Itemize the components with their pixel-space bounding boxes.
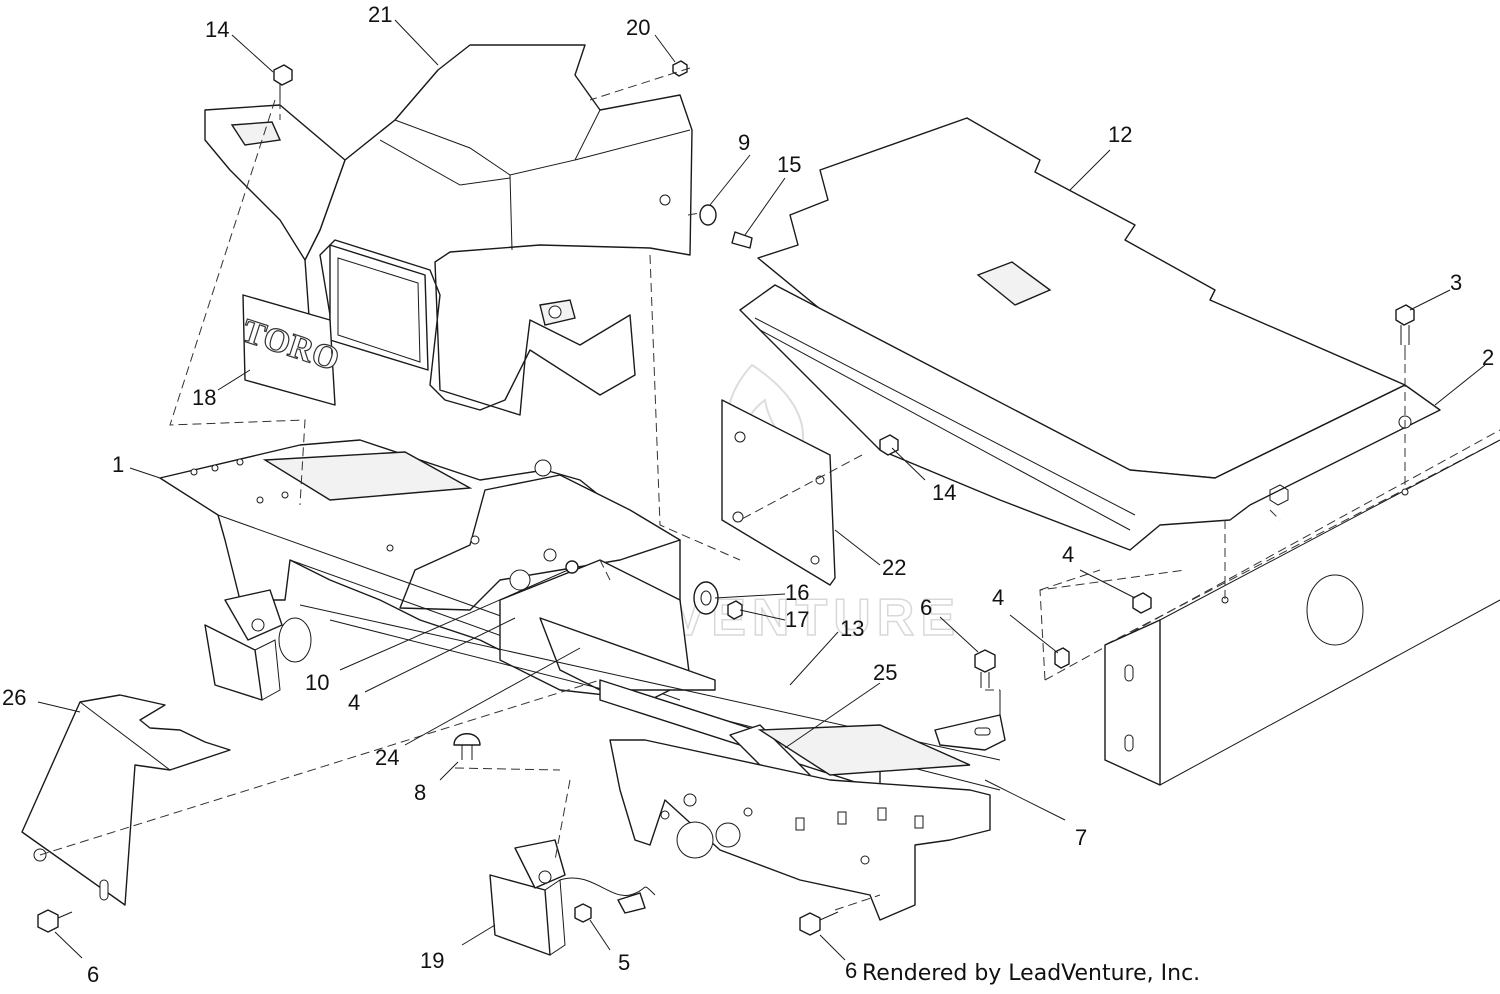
callout-6-right: 6 [845,958,857,983]
callout-14-top: 14 [205,17,229,42]
assembly-lines [39,67,1406,911]
leader-lines [37,19,1486,961]
footer-credit: Rendered by LeadVenture, Inc. [862,961,1200,986]
callout-22: 22 [882,555,906,580]
callout-19: 19 [420,948,444,973]
hardware [37,60,1415,936]
callout-8: 8 [414,780,426,805]
callout-25: 25 [873,660,897,685]
part-12-plate [739,117,1441,551]
callout-4-mid: 4 [992,585,1004,610]
callout-13: 13 [840,616,864,641]
callout-26: 26 [2,685,26,710]
callout-10: 10 [305,670,329,695]
callout-2: 2 [1482,345,1494,370]
callout-6-mid: 6 [920,595,932,620]
part-18-toro-decal: TORO [237,294,344,406]
callout-15: 15 [777,152,801,177]
callout-4-left: 4 [348,690,360,715]
callout-7: 7 [1075,825,1087,850]
callout-5: 5 [618,950,630,975]
callout-4-right: 4 [1062,542,1074,567]
callout-20: 20 [626,15,650,40]
part-19-light-left [204,589,283,701]
callout-16: 16 [785,580,809,605]
callout-24: 24 [375,745,399,770]
callout-21: 21 [368,2,392,27]
part-25-bracket [934,690,1006,751]
part-21-hood [204,44,693,416]
part-19-light-right [489,839,656,956]
callout-9: 9 [738,130,750,155]
callout-3: 3 [1450,270,1462,295]
part-22-panel [721,399,836,586]
callout-1: 1 [112,452,124,477]
callout-6-left: 6 [87,962,99,987]
callout-12: 12 [1108,122,1132,147]
part-7-front-bracket [609,724,991,921]
callout-18: 18 [192,385,216,410]
callout-14-right: 14 [932,480,956,505]
part-26-guard [21,694,231,906]
callout-17: 17 [785,607,809,632]
part-2-frame-rail [1039,350,1500,786]
